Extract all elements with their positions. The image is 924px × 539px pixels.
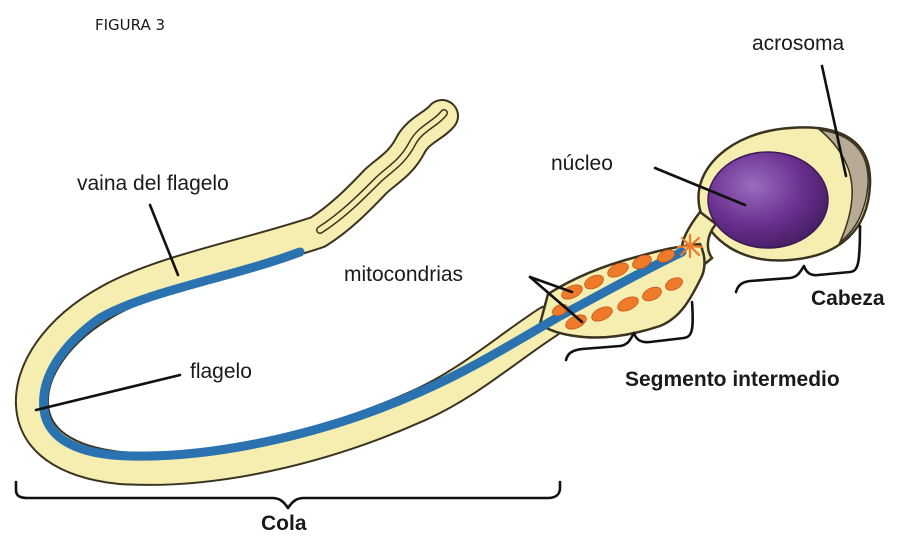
label-cabeza: Cabeza	[811, 287, 885, 310]
brace-cola	[16, 482, 560, 508]
label-cola: Cola	[261, 512, 307, 535]
label-acrosoma: acrosoma	[752, 32, 845, 55]
figure-label: FIGURA 3	[95, 16, 165, 34]
label-flagelo: flagelo	[190, 360, 252, 383]
nucleus	[708, 152, 828, 248]
leader-flagelo	[36, 375, 180, 410]
label-vaina: vaina del flagelo	[77, 172, 229, 195]
tail-sheath	[32, 113, 548, 469]
label-nucleo: núcleo	[551, 152, 613, 175]
centriole	[678, 235, 702, 257]
label-mitocondrias: mitocondrias	[344, 263, 463, 286]
label-segmento: Segmento intermedio	[625, 368, 840, 391]
